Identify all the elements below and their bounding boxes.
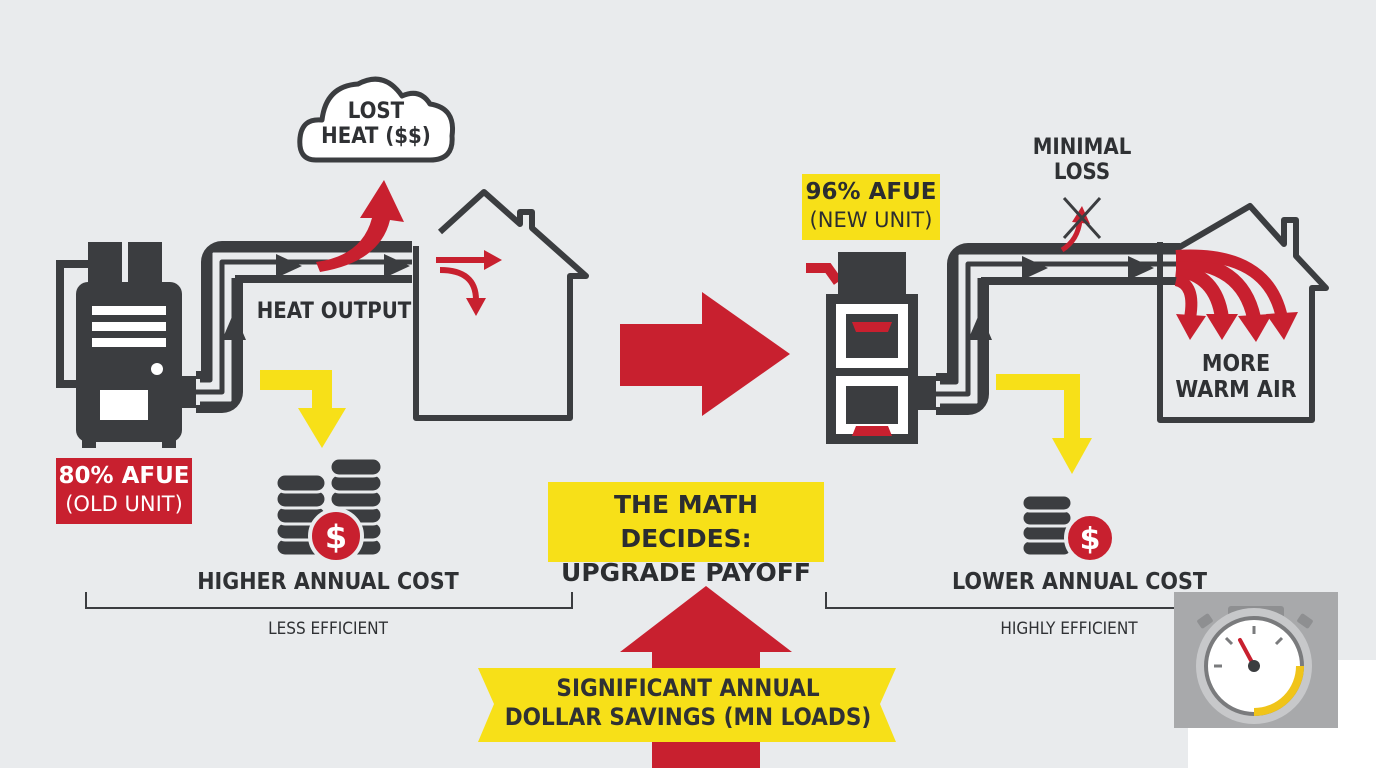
headline-line1: THE MATH DECIDES:: [613, 490, 759, 553]
headline-line2: UPGRADE PAYOFF: [561, 557, 811, 587]
new-afue-value: 96% AFUE: [805, 179, 937, 205]
new-coin-symbol: $: [1080, 522, 1101, 557]
savings-line2: DOLLAR SAVINGS (MN LOADS): [504, 702, 872, 731]
savings-label: SIGNIFICANT ANNUAL DOLLAR SAVINGS (MN LO…: [490, 674, 886, 732]
heat-flow-arrows-right: [968, 256, 1154, 340]
lost-heat-line2: HEAT ($$): [321, 123, 431, 149]
lost-heat-label: LOST HEAT ($$): [318, 99, 434, 149]
old-cost-arrow: [260, 370, 346, 448]
savings-ribbon: [478, 668, 896, 742]
warm-air-line1: MORE: [1201, 351, 1271, 377]
minimal-loss-line1: MINIMAL: [1032, 135, 1132, 160]
efficiency-gauge-icon: [1196, 606, 1313, 724]
heat-output-label: HEAT OUTPUT: [256, 299, 412, 324]
old-house-heat-arrows: [436, 250, 502, 316]
minimal-loss-x-icon: [1062, 196, 1102, 240]
savings-line1: SIGNIFICANT ANNUAL: [556, 674, 820, 702]
old-afue-value: 80% AFUE: [58, 463, 190, 489]
old-afue-subtitle: (OLD UNIT): [65, 491, 183, 516]
new-furnace-icon: [806, 252, 936, 444]
minimal-loss-label: MINIMAL LOSS: [1024, 135, 1140, 185]
new-heat-duct: [936, 243, 1180, 415]
less-efficient-bracket: [85, 592, 573, 609]
new-house-outline: [1157, 203, 1329, 423]
new-coins-stack-icon: [1020, 493, 1074, 558]
new-afue-subtitle: (NEW UNIT): [809, 207, 933, 232]
math-decides-headline: THE MATH DECIDES: UPGRADE PAYOFF: [548, 482, 824, 587]
transition-arrow: [620, 292, 790, 416]
highly-efficient-label: HIGHLY EFFICIENT: [1000, 619, 1138, 639]
higher-annual-cost-label: HIGHER ANNUAL COST: [197, 569, 459, 595]
warm-air-arrows: [1174, 249, 1298, 342]
new-afue-badge: 96% AFUE (NEW UNIT): [802, 174, 940, 240]
old-house-outline: [413, 189, 589, 421]
warm-air-line2: WARM AIR: [1175, 376, 1297, 403]
lost-heat-line1: LOST: [347, 99, 405, 124]
old-afue-badge: 80% AFUE (OLD UNIT): [56, 458, 192, 524]
heat-flow-arrows-left: [222, 254, 410, 340]
old-coin-symbol: $: [325, 518, 347, 556]
lower-annual-cost-label: LOWER ANNUAL COST: [952, 569, 1207, 595]
new-cost-arrow: [996, 374, 1092, 474]
lost-heat-arrow: [316, 180, 404, 272]
less-efficient-label: LESS EFFICIENT: [268, 619, 388, 639]
lost-heat-cloud-icon: [297, 76, 456, 163]
more-warm-air-label: MORE WARM AIR: [1168, 351, 1304, 404]
new-dollar-coin-icon: $: [1064, 512, 1116, 564]
old-dollar-coin-icon: $: [308, 508, 364, 564]
minimal-loss-line2: LOSS: [1053, 159, 1111, 185]
old-furnace-icon: [56, 242, 196, 448]
